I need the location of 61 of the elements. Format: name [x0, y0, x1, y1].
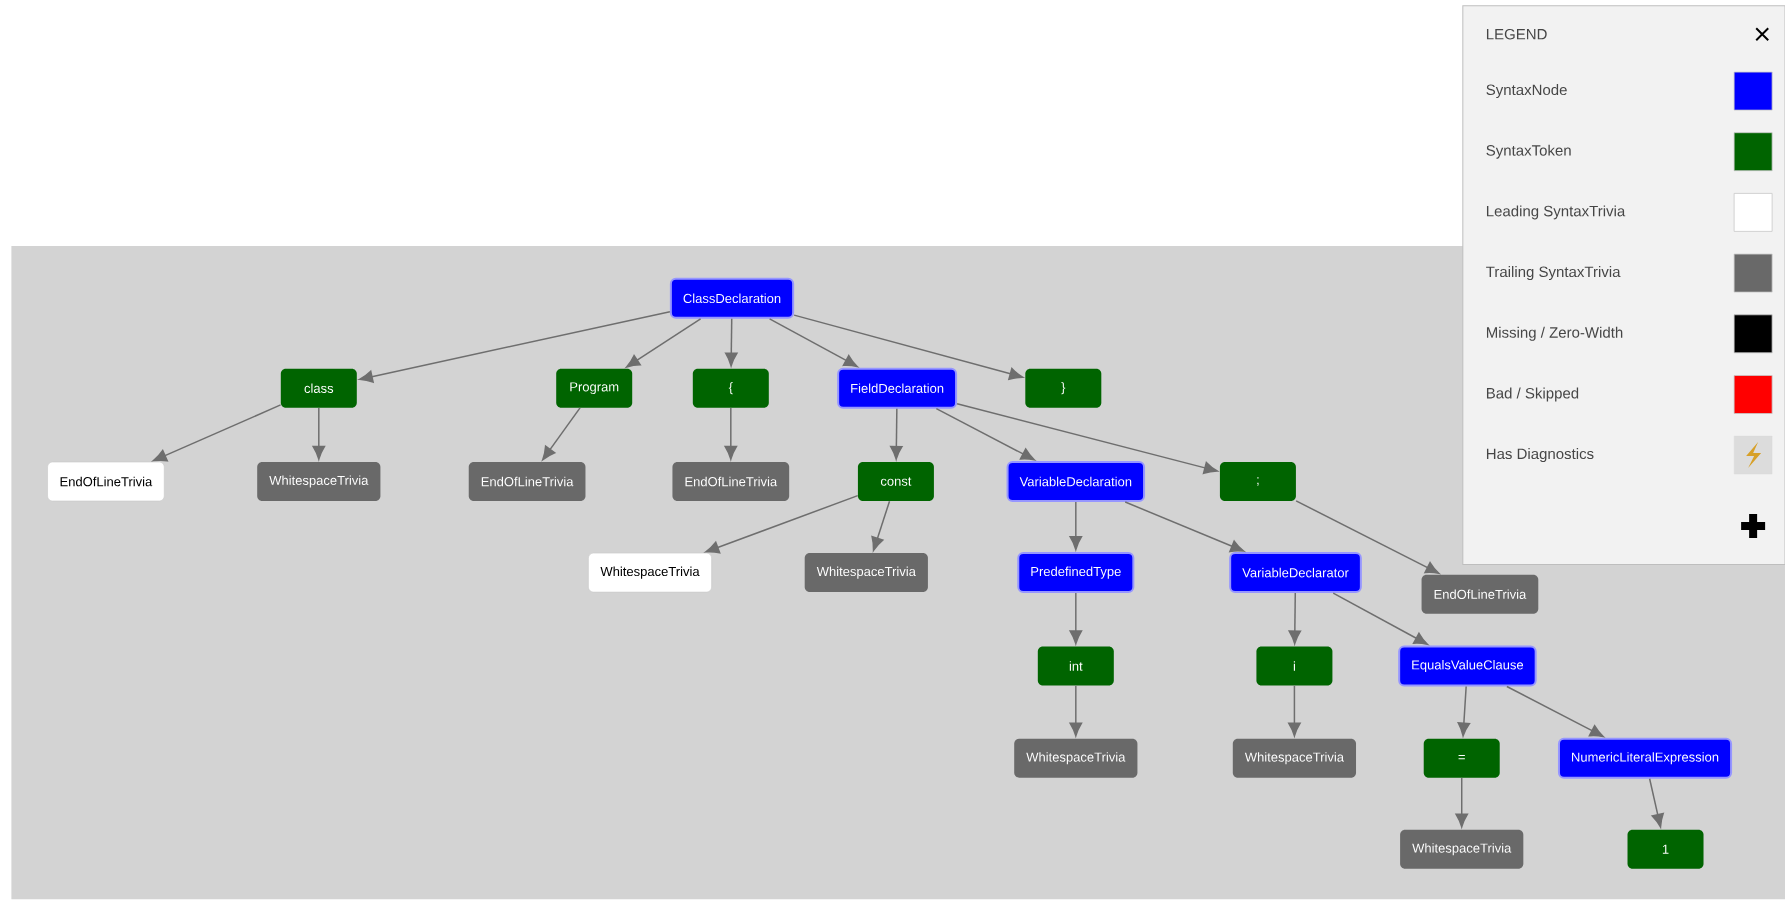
arrow	[1069, 684, 1083, 737]
legend-text: SyntaxToken	[1486, 144, 1571, 159]
syntax-node-box: ClassDeclaration	[669, 277, 795, 319]
arrow	[724, 407, 738, 460]
trivia-box: EndOfLineTrivia	[468, 462, 586, 501]
arrow	[1506, 685, 1604, 738]
arrow	[1332, 592, 1429, 645]
legend-text: SyntaxNode	[1486, 84, 1567, 99]
trivia-box: WhitespaceTrivia	[588, 552, 712, 593]
arrow	[1124, 501, 1245, 553]
syntax-node-box: VariableDeclaration	[1006, 461, 1146, 502]
token-box: 1	[1627, 829, 1704, 869]
trivia-box: WhitespaceTrivia	[804, 553, 928, 593]
arrow	[1069, 501, 1083, 551]
trivia-box: WhitespaceTrivia	[1400, 829, 1524, 869]
arrow	[956, 402, 1218, 474]
arrow	[768, 318, 858, 368]
legend-heading: LEGEND	[1486, 28, 1547, 40]
arrow	[1648, 777, 1664, 828]
legend-text: Trailing SyntaxTrivia	[1486, 266, 1621, 281]
token-box: int	[1037, 646, 1114, 686]
arrow	[1457, 685, 1471, 737]
trivia-box: WhitespaceTrivia	[1232, 738, 1356, 778]
syntax-node-box: EqualsValueClause	[1398, 645, 1537, 687]
syntax-node-box: PredefinedType	[1017, 552, 1135, 594]
arrow	[1288, 592, 1302, 645]
arrow	[705, 494, 859, 554]
trivia-box: WhitespaceTrivia	[1014, 738, 1138, 778]
token-box: const	[857, 462, 934, 501]
trivia-box: EndOfLineTrivia	[47, 461, 165, 502]
token-box: }	[1025, 368, 1102, 408]
legend-text: Missing / Zero-Width	[1486, 326, 1623, 341]
arrow	[312, 407, 326, 460]
token-box: {	[692, 368, 769, 408]
legend-text: Leading SyntaxTrivia	[1486, 205, 1626, 220]
arrow	[542, 407, 581, 461]
syntax-node-box: NumericLiteralExpression	[1557, 737, 1733, 779]
token-box: class	[280, 368, 357, 408]
token-box: ;	[1219, 462, 1296, 501]
legend-text: Has Diagnostics	[1486, 448, 1594, 463]
arrow	[724, 318, 738, 367]
trivia-box: EndOfLineTrivia	[672, 462, 790, 501]
arrow	[871, 500, 891, 552]
arrow	[1295, 500, 1440, 575]
token-box: Program	[556, 368, 633, 408]
trivia-box: EndOfLineTrivia	[1421, 574, 1539, 614]
arrow	[625, 318, 702, 368]
syntax-node-box: VariableDeclarator	[1229, 552, 1362, 594]
arrow	[793, 314, 1024, 380]
arrow	[1455, 777, 1469, 828]
arrow	[152, 404, 282, 462]
arrow	[1288, 684, 1301, 737]
arrow	[890, 407, 903, 460]
token-box: i	[1256, 646, 1333, 686]
trivia-box: WhitespaceTrivia	[257, 462, 381, 501]
token-box: =	[1423, 738, 1500, 778]
arrow	[358, 311, 671, 383]
legend-text: Bad / Skipped	[1486, 387, 1579, 402]
arrow	[1069, 592, 1083, 645]
syntax-node-box: FieldDeclaration	[837, 367, 958, 409]
arrow	[935, 407, 1035, 461]
